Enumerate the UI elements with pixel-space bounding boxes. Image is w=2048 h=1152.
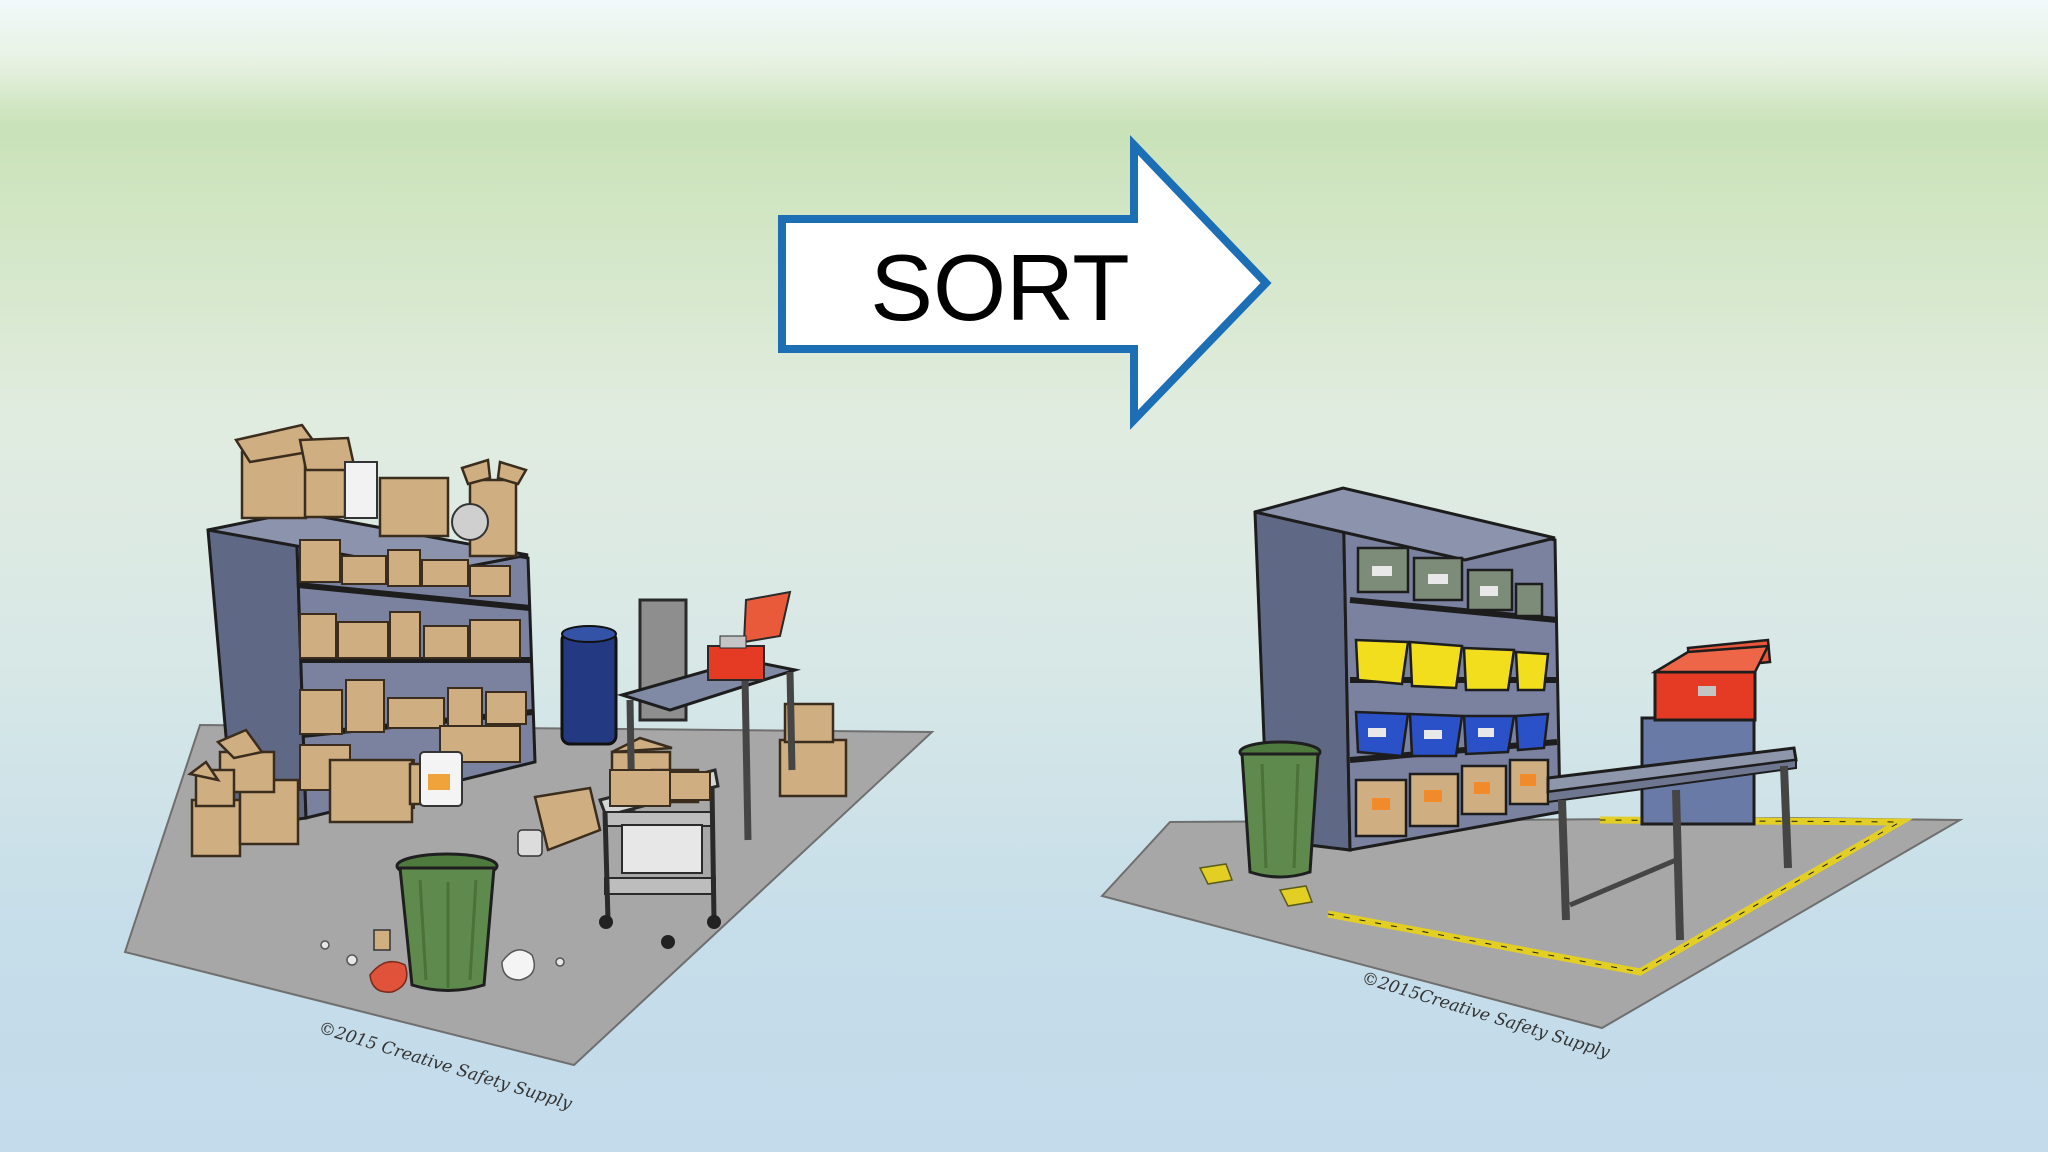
work-table-icon	[1546, 746, 1798, 941]
barrel-icon	[560, 625, 618, 746]
floor-marker-icon	[1198, 863, 1314, 907]
cardboard-box-icon	[187, 728, 300, 858]
sort-label: SORT	[870, 235, 1130, 340]
trash-can-icon	[395, 852, 499, 992]
cart-icon	[598, 768, 721, 949]
tool-box-icon	[707, 590, 792, 681]
cluttered-shelf-icon	[206, 423, 537, 830]
tool-box-icon	[1650, 638, 1772, 722]
bucket-icon	[419, 751, 463, 807]
floor-icon	[1100, 816, 1964, 1030]
trash-can-icon	[1238, 740, 1322, 879]
litter-icon	[320, 829, 565, 993]
